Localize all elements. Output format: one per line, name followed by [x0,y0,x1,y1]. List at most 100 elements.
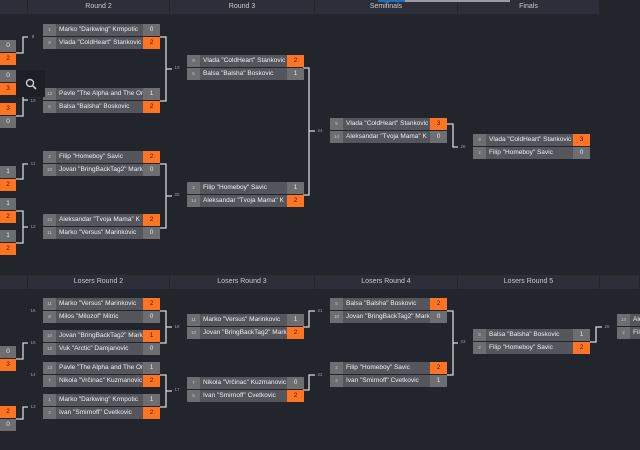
participant-name: Vuk "Arctic" Damjanovic [56,343,143,355]
score-cell: 1 [287,68,304,80]
seed-number: 3 [43,407,56,419]
score-cell: 1 [143,362,160,374]
score-cell: 2 [287,327,304,339]
seed-number: 13 [43,362,56,374]
score-cell: 2 [573,342,590,354]
participant-name: Vlada "ColdHeart" Stankovic [343,118,430,130]
score-cell: 0 [0,40,16,52]
score-cell: 0 [287,377,304,389]
participant-name: Balsa "Balsha" Boskovic [200,68,287,80]
participant-name: Ivan "Smirnoff" Cvetkovic [56,407,143,419]
participant-name: Vlada "ColdHeart" Stankovic [486,134,573,146]
participant-name: Aleksandar "Tvoja Mama" K [630,314,640,326]
score-cell: 1 [430,375,447,387]
seed-number: 2 [473,147,486,159]
score-cell: 2 [0,179,16,191]
participant-name: Ivan "Smirnoff" Cvetkovic [343,375,430,387]
seed-number: 5 [330,298,343,310]
match-number: 16 [30,308,36,313]
score-cell: 1 [143,394,160,406]
score-cell: 0 [430,311,447,323]
participant-name: Nikola "Vrčinac" Kuzmanovic [56,375,143,387]
seed-number: 9 [330,118,343,130]
search-button[interactable] [16,70,45,97]
match-number: 22 [317,372,323,377]
seed-number: 9 [187,55,200,67]
participant-name: Jovan "BringBackTag2" Markovic [343,311,430,323]
score-cell: 2 [0,243,16,255]
score-cell: 2 [430,362,447,374]
participant-name: Balsa "Balsha" Boskovic [486,329,573,341]
match-number: 20 [174,192,180,197]
match-number: 23 [460,339,466,344]
progress-bar-track [405,0,510,2]
participant-name: Milos "Milozof" Mitric [56,311,143,323]
seed-number: 11 [187,314,200,326]
score-cell: 3 [0,83,16,95]
score-cell: 1 [287,314,304,326]
seed-number: 2 [473,342,486,354]
participant-name: Jovan "BringBackTag2" Markovic [56,330,143,342]
match-number: 21 [317,308,323,313]
round-header: Semifinals [315,0,458,14]
score-cell: 0 [0,116,16,128]
score-cell: 2 [143,101,160,113]
participant-name: Nikola "Vrčinac" Kuzmanovic [200,377,287,389]
